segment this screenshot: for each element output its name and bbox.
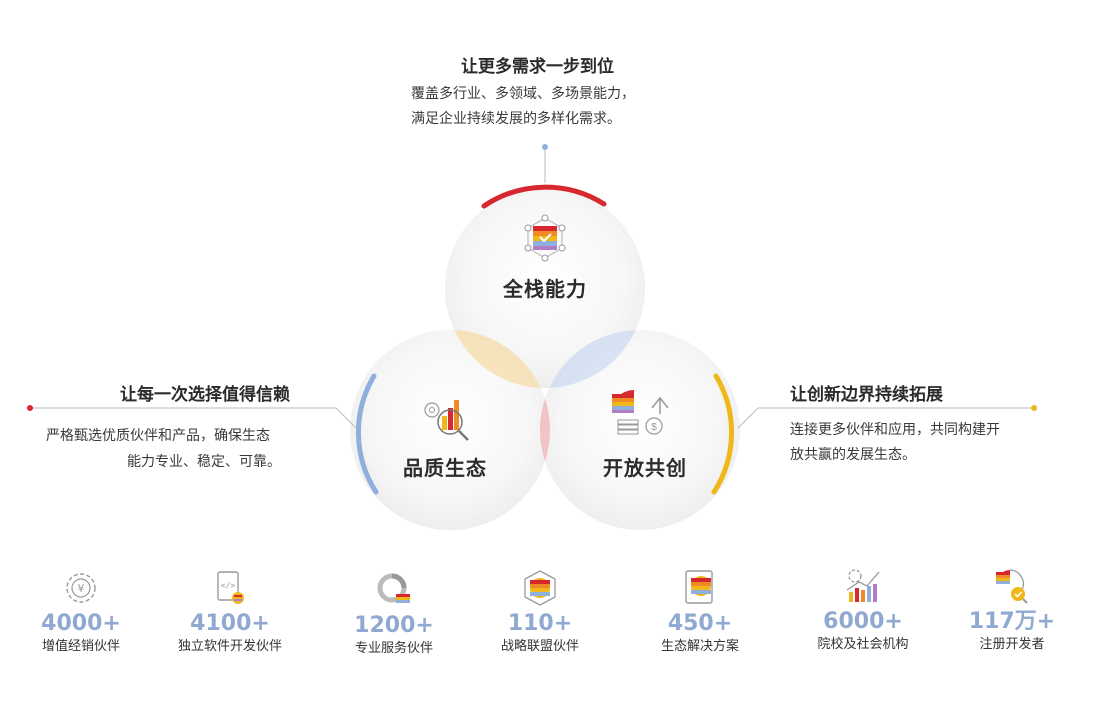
left-heading: 让每一次选择值得信赖 (120, 385, 290, 405)
svg-text:¥: ¥ (78, 582, 85, 595)
right-circle (540, 330, 740, 530)
right-yellow-arc (711, 373, 735, 495)
right-heading: 让创新边界持续拓展 (790, 385, 943, 405)
stat-value: 450+ (667, 611, 733, 636)
left-connector (30, 407, 357, 429)
stat-resellers: ¥ 4000+ 增值经销伙伴 (11, 568, 151, 656)
right-circle-label: 开放共创 (603, 456, 687, 480)
analytics-magnifier-icon (424, 400, 469, 441)
left-description-line-2: 能力专业、稳定、可靠。 (127, 454, 281, 470)
stat-label: 生态解决方案 (660, 639, 739, 654)
svg-text:$: $ (651, 422, 657, 433)
top-connector-dot (542, 144, 548, 150)
stat-institutions: 6000+ 院校及社会机构 (793, 566, 933, 654)
left-circle-label: 品质生态 (403, 456, 487, 480)
stat-label: 战略联盟伙伴 (500, 639, 579, 654)
stat-alliances: 110+ 战略联盟伙伴 (470, 568, 610, 656)
top-circle (445, 188, 645, 388)
svg-text:</>: </> (221, 581, 236, 590)
stat-label: 院校及社会机构 (817, 637, 909, 652)
stat-developers: 117万+ 注册开发者 (942, 566, 1082, 654)
hexagon-network-icon (524, 214, 566, 262)
stat-isv: </> 4100+ 独立软件开发伙伴 (160, 568, 300, 656)
stat-solutions: 450+ 生态解决方案 (630, 568, 770, 656)
stat-label: 独立软件开发伙伴 (177, 639, 282, 654)
stat-value: 1200+ (354, 613, 434, 638)
stat-label: 注册开发者 (979, 637, 1045, 652)
donut-cart-icon (377, 573, 410, 603)
top-heading: 让更多需求一步到位 (461, 57, 614, 77)
stat-value: 4100+ (190, 611, 270, 636)
code-device-icon: </> (217, 571, 244, 604)
right-description-line-2: 放共赢的发展生态。 (790, 447, 916, 463)
top-circle-label: 全栈能力 (503, 277, 587, 301)
stat-services: 1200+ 专业服务伙伴 (324, 570, 464, 658)
bar-chart-gear-icon (846, 569, 880, 602)
hexagon-coin-icon (524, 570, 556, 606)
document-coin-icon (685, 570, 713, 604)
stat-value: 110+ (507, 611, 573, 636)
top-red-arc (481, 184, 607, 209)
right-connector (737, 407, 1034, 429)
left-blue-arc (355, 373, 379, 495)
stat-label: 专业服务伙伴 (354, 641, 433, 656)
yuan-gear-icon: ¥ (66, 573, 96, 603)
right-connector-dot (1031, 405, 1037, 411)
pie-coins-icon: $ (612, 390, 669, 435)
pie-check-icon (996, 569, 1028, 604)
stat-label: 增值经销伙伴 (41, 639, 120, 654)
stat-value: 117万+ (968, 609, 1056, 634)
stat-value: 4000+ (41, 611, 121, 636)
top-description-line-1: 覆盖多行业、多领域、多场景能力， (411, 86, 635, 102)
stat-value: 6000+ (823, 609, 903, 634)
left-connector-dot (27, 405, 33, 411)
left-description-line-1: 严格甄选优质伙伴和产品，确保生态 (46, 428, 270, 444)
top-description-line-2: 满足企业持续发展的多样化需求。 (411, 111, 621, 127)
right-description-line-1: 连接更多伙伴和应用，共同构建开 (790, 422, 1000, 438)
